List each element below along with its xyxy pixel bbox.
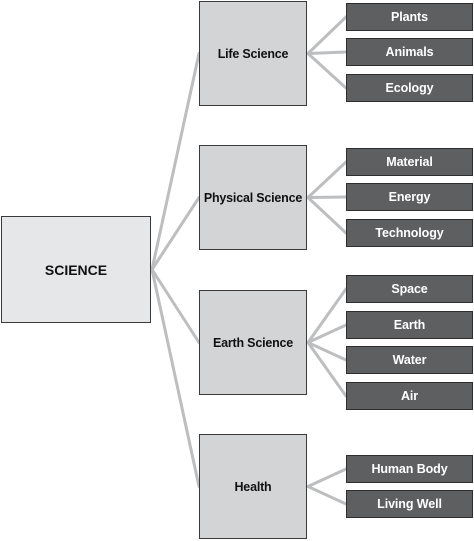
branch-label: Physical Science [203, 190, 303, 205]
leaf-label: Material [386, 155, 433, 169]
connector-line [306, 52, 348, 90]
connector-line [306, 287, 348, 344]
connector-line [150, 268, 201, 344]
root-node-science: SCIENCE [1, 216, 151, 323]
leaf-label: Air [400, 389, 419, 403]
leaf-label: Living Well [377, 497, 442, 511]
leaf-label: Human Body [371, 462, 448, 476]
leaf-node-air: Air [346, 382, 473, 410]
leaf-label: Technology [375, 226, 444, 240]
leaf-node-water: Water [346, 346, 473, 374]
root-label: SCIENCE [44, 261, 108, 278]
connector-line [150, 268, 201, 488]
leaf-label: Water [392, 353, 427, 367]
connector-line [306, 341, 348, 398]
leaf-label: Ecology [385, 81, 434, 95]
leaf-label: Energy [388, 190, 431, 204]
leaf-label: Earth [393, 318, 426, 332]
connector-line [150, 52, 201, 271]
branch-node-earth-science: Earth Science [199, 290, 307, 395]
connector-line [306, 160, 348, 199]
connector-line [306, 485, 348, 506]
leaf-node-energy: Energy [346, 183, 473, 211]
leaf-node-animals: Animals [346, 38, 473, 66]
branch-label: Health [234, 479, 272, 494]
leaf-node-technology: Technology [346, 219, 473, 247]
leaf-label: Animals [385, 45, 434, 59]
connector-line [306, 50, 348, 55]
leaf-node-human-body: Human Body [346, 455, 473, 483]
connector-line [150, 196, 201, 271]
connector-line [306, 323, 348, 344]
branch-node-health: Health [199, 434, 307, 539]
connector-line [306, 341, 348, 362]
connector-line [306, 15, 348, 55]
leaf-label: Plants [391, 10, 428, 24]
connector-line [306, 467, 348, 488]
branch-label: Earth Science [212, 335, 294, 350]
leaf-node-ecology: Ecology [346, 74, 473, 102]
branch-node-life-science: Life Science [199, 1, 307, 106]
leaf-node-plants: Plants [346, 3, 473, 31]
leaf-node-material: Material [346, 148, 473, 176]
leaf-node-earth: Earth [346, 311, 473, 339]
leaf-node-space: Space [346, 275, 473, 303]
leaf-label: Space [391, 282, 428, 296]
leaf-node-living-well: Living Well [346, 490, 473, 518]
connector-line [306, 196, 348, 235]
branch-label: Life Science [217, 46, 289, 61]
branch-node-physical-science: Physical Science [199, 145, 307, 250]
connector-line [306, 195, 348, 199]
